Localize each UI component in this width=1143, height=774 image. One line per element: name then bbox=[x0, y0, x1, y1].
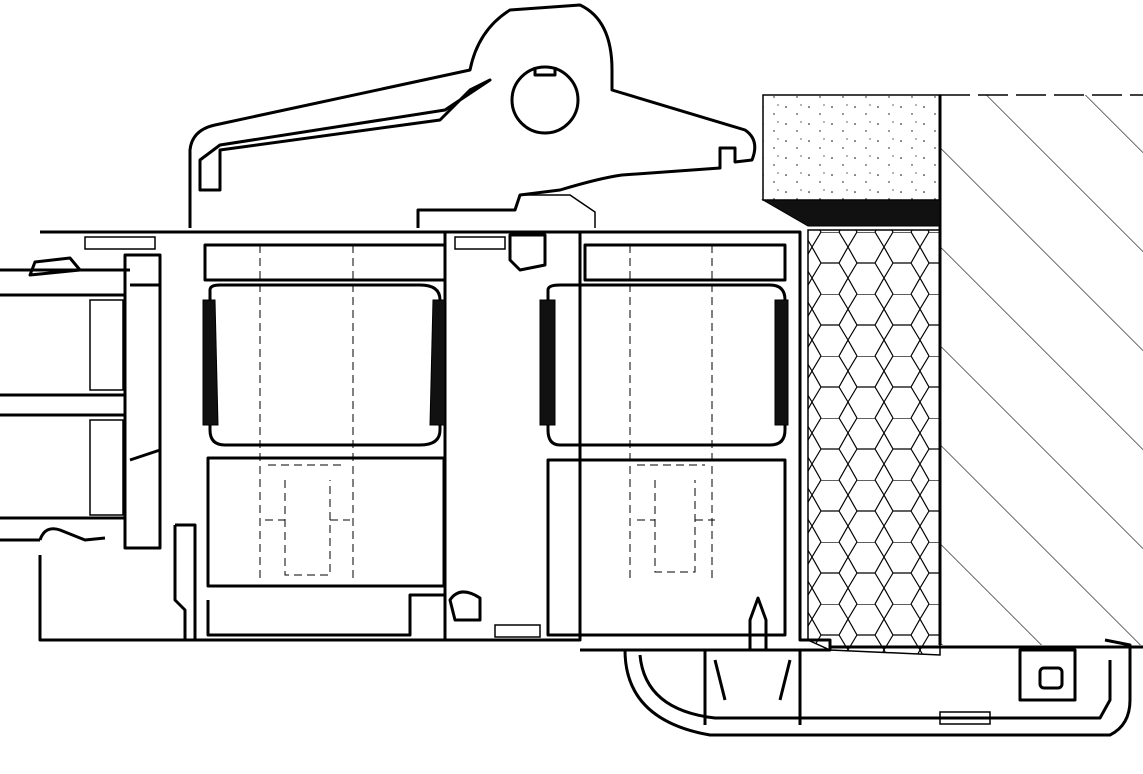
sealant-strip bbox=[761, 199, 941, 227]
gasket bbox=[539, 299, 556, 426]
gasket bbox=[774, 299, 789, 426]
thermal-break bbox=[84, 236, 156, 250]
glazing-unit bbox=[0, 253, 162, 550]
masonry-wall bbox=[938, 94, 1143, 645]
center-mullion bbox=[445, 230, 582, 642]
sill-profile bbox=[623, 638, 1143, 737]
gasket bbox=[429, 299, 446, 426]
left-sash-profile bbox=[28, 230, 447, 642]
insulation-foam bbox=[807, 229, 941, 656]
glazing-bead bbox=[123, 253, 162, 550]
screw-fixing bbox=[748, 596, 768, 652]
right-frame-profile bbox=[539, 230, 832, 652]
plaster-block bbox=[761, 94, 941, 227]
window-handle bbox=[188, 3, 757, 228]
spindle-hub bbox=[510, 65, 580, 135]
gasket bbox=[202, 299, 219, 426]
